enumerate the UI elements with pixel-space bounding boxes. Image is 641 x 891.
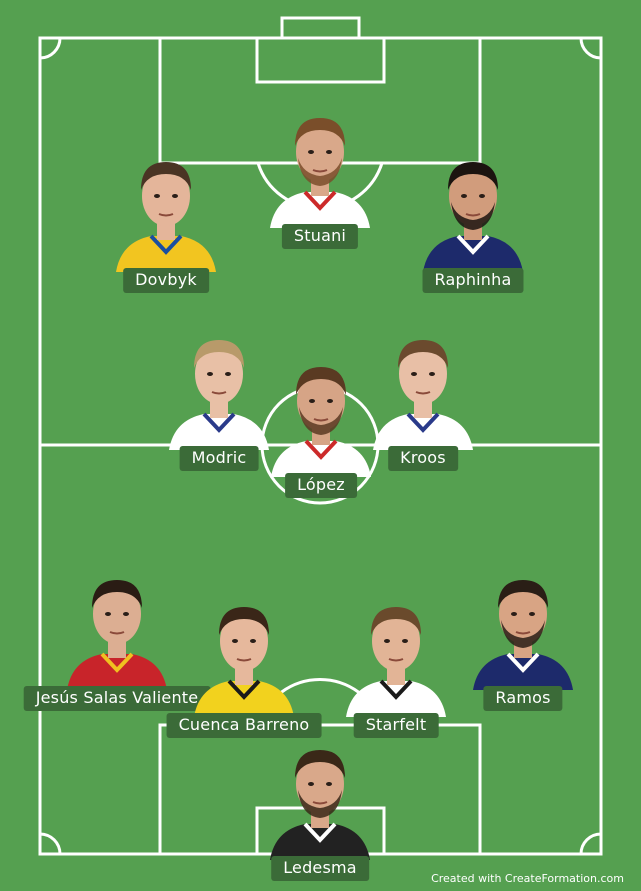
player-name-stuani: Stuani [281,224,359,249]
player-name-kroos: Kroos [388,446,458,471]
player-name-starfelt: Starfelt [353,713,439,738]
player-photo-stuani [265,100,375,228]
top-goal [280,16,361,40]
player-photo-starfelt [341,589,451,717]
centre-circle-bottom [260,444,380,505]
player-photo-kroos [368,322,478,450]
player-name-dovbyk: Dovbyk [123,268,209,293]
corner-arc-top-left [39,37,62,60]
player-photo-lopez [266,349,376,477]
player-name-cuenca: Cuenca Barreno [166,713,322,738]
player-photo-modric [164,322,274,450]
player-photo-jesus [62,562,172,690]
player-photo-ramos [468,562,578,690]
corner-arc-bottom-right [579,832,602,855]
player-photo-raphinha [418,144,528,272]
player-name-jesus: Jesús Salas Valiente [23,686,211,711]
player-name-ledesma: Ledesma [271,856,369,881]
credit-text: Created with CreateFormation.com [431,872,624,885]
player-name-raphinha: Raphinha [422,268,524,293]
player-photo-cuenca [189,589,299,717]
corner-arc-bottom-left [39,832,62,855]
player-photo-ledesma [265,732,375,860]
player-name-lopez: López [285,473,357,498]
player-photo-dovbyk [111,144,221,272]
corner-arc-top-right [579,37,602,60]
top-goal-area [255,36,386,84]
player-name-modric: Modric [179,446,259,471]
player-name-ramos: Ramos [483,686,563,711]
